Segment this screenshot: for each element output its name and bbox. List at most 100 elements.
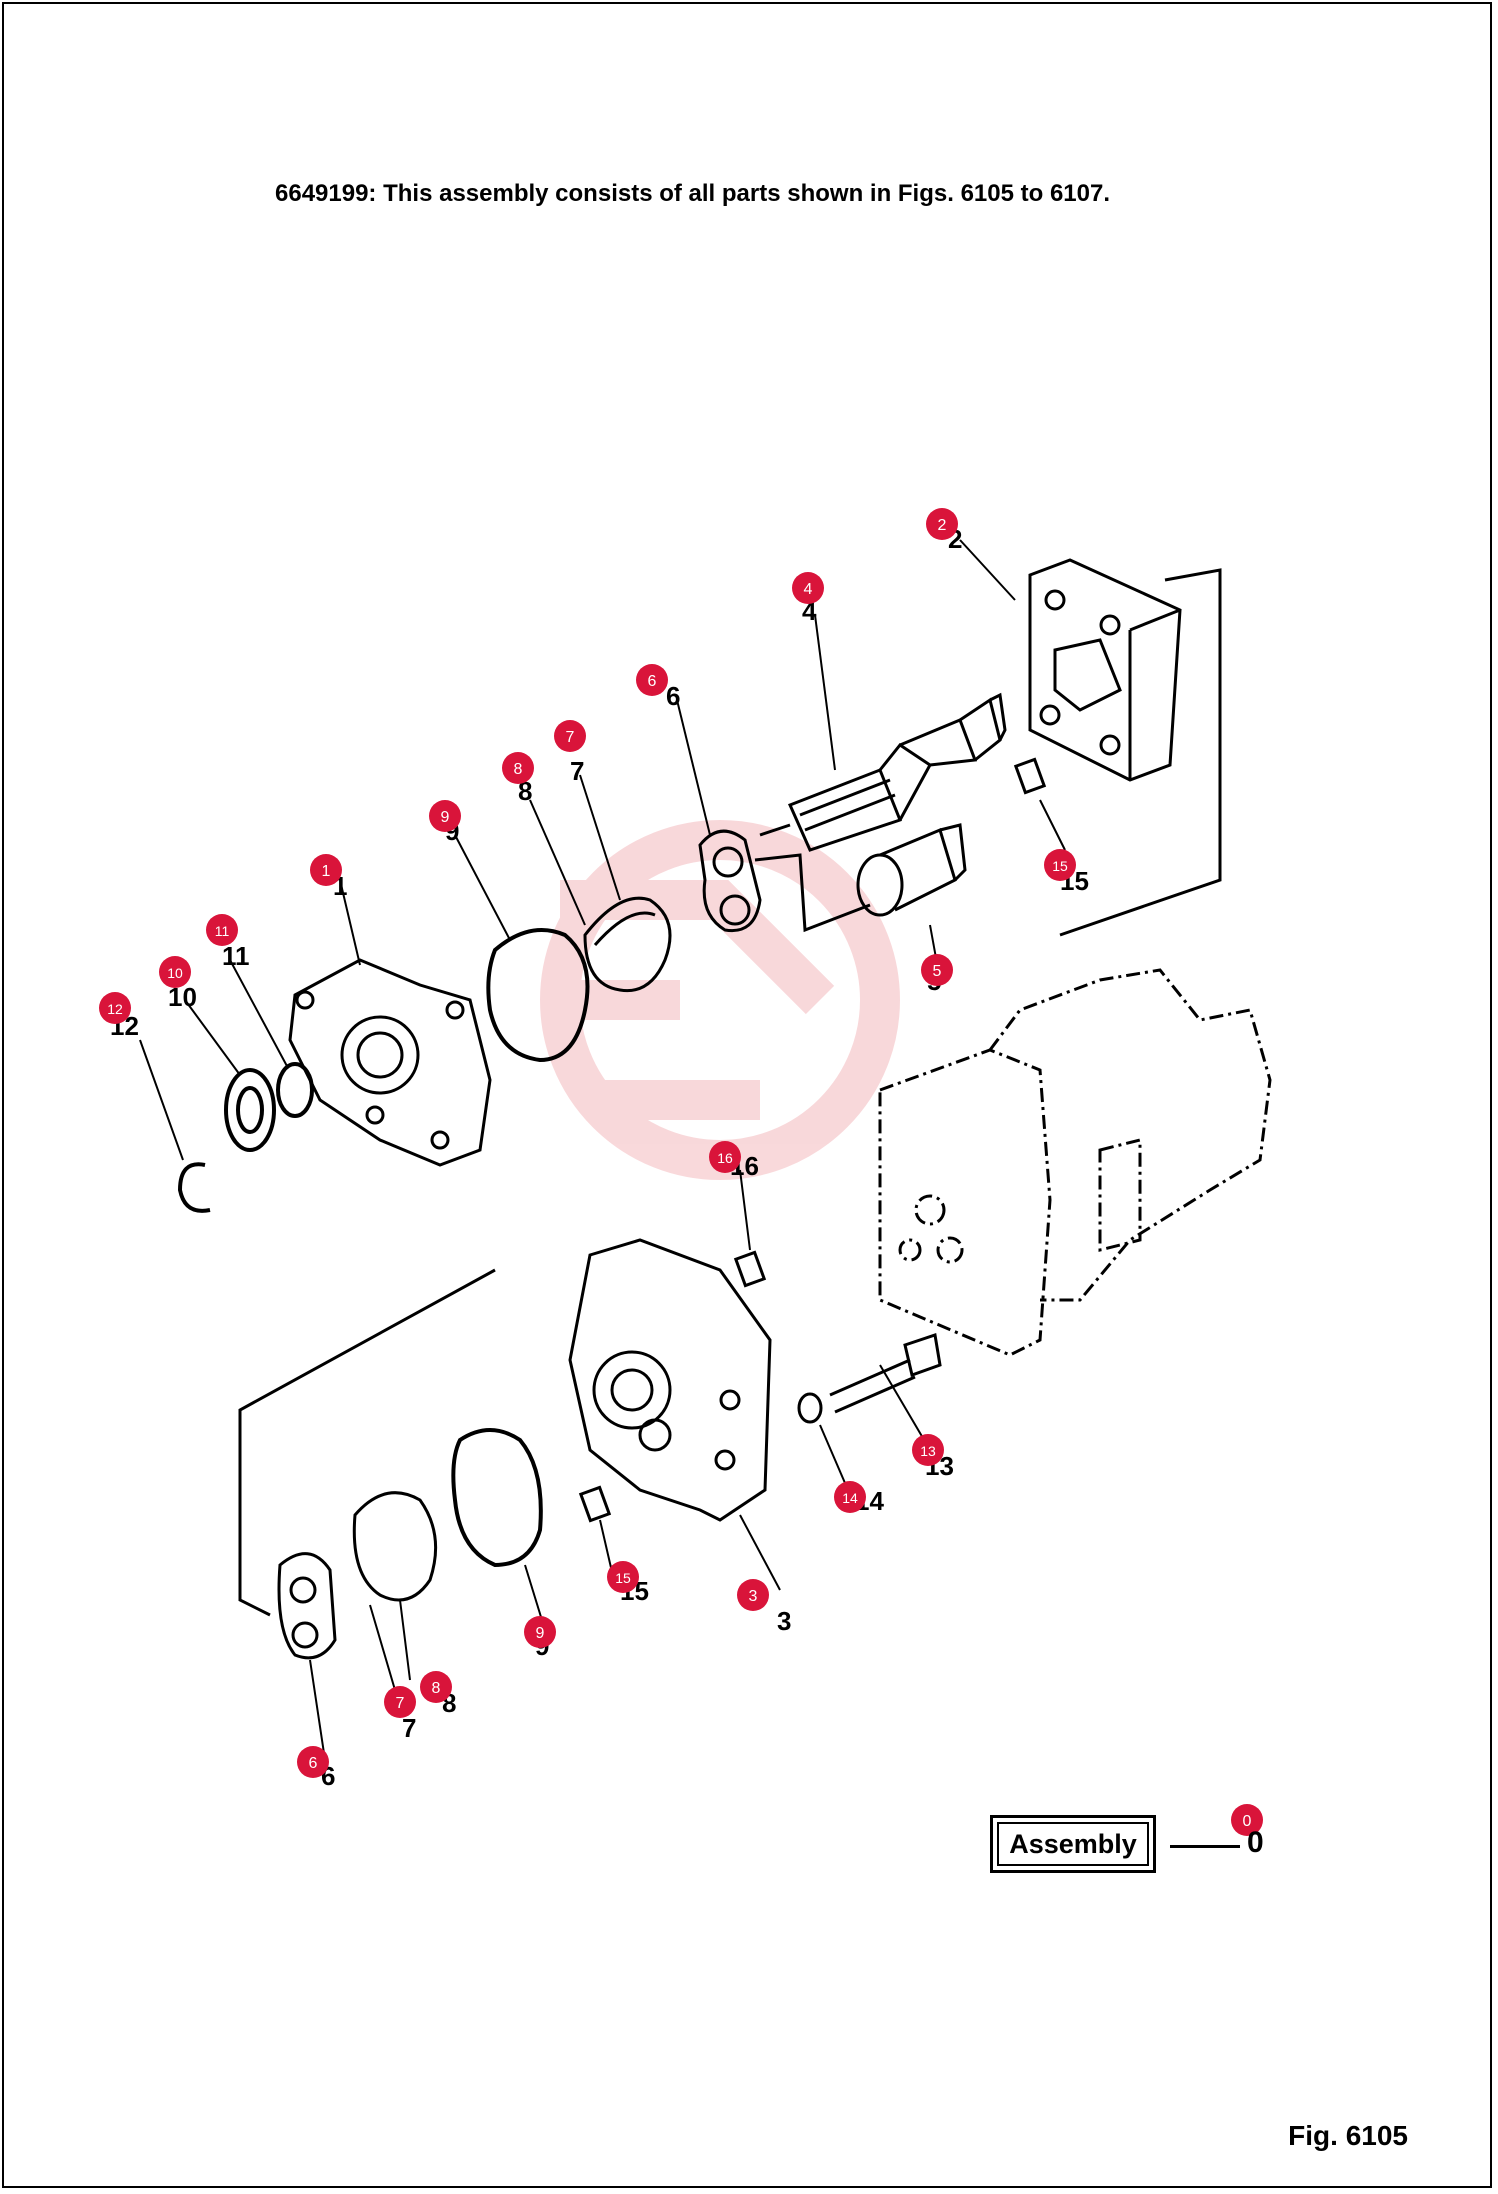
callout-c-2[interactable]: 2 — [926, 508, 958, 540]
printed-number-6: 6 — [666, 681, 680, 711]
part-12-snap-ring — [177, 1162, 211, 1213]
callout-c-7a[interactable]: 7 — [554, 720, 586, 752]
callout-circle — [206, 914, 238, 946]
figure-label: Fig. 6105 — [1288, 2120, 1408, 2151]
callout-c-1[interactable]: 1 — [310, 854, 342, 886]
callout-label: 9 — [441, 809, 450, 826]
callout-circle — [99, 992, 131, 1024]
part-9-oring-upper — [486, 928, 590, 1063]
callout-circle — [429, 800, 461, 832]
callout-c-3[interactable]: 3 — [737, 1579, 769, 1611]
callout-label: 2 — [938, 517, 947, 534]
part-14-washer — [797, 1392, 823, 1424]
callout-c-13[interactable]: 13 — [912, 1434, 944, 1466]
callout-c-15a[interactable]: 15 — [1044, 849, 1076, 881]
part-7-8-seals-upper — [583, 896, 672, 993]
grouping-lines — [238, 853, 871, 1617]
callout-c-8b[interactable]: 8 — [420, 1671, 452, 1703]
callout-circle — [737, 1579, 769, 1611]
callout-circle — [159, 956, 191, 988]
callout-c-9a[interactable]: 9 — [429, 800, 461, 832]
printed-number-11: 11 — [222, 941, 250, 971]
callout-label: 10 — [167, 965, 183, 981]
callout-c-15b[interactable]: 15 — [607, 1561, 639, 1593]
callout-label: 7 — [396, 1695, 405, 1712]
callout-label: 9 — [536, 1625, 545, 1642]
callout-label: 14 — [842, 1490, 858, 1506]
callout-label: 15 — [615, 1570, 631, 1586]
callout-circle — [709, 1141, 741, 1173]
part-1-front-cover — [288, 958, 492, 1167]
callout-circle — [310, 854, 342, 886]
assembly-label: Assembly — [1009, 1828, 1137, 1859]
dowel-pins — [578, 757, 1047, 1523]
callout-circle — [297, 1746, 329, 1778]
callout-circle — [921, 954, 953, 986]
printed-number-7b: 7 — [402, 1713, 416, 1743]
part-9-oring-lower — [451, 1428, 543, 1568]
callout-c-4[interactable]: 4 — [792, 572, 824, 604]
callout-c-10[interactable]: 10 — [159, 956, 191, 988]
part-2-flange — [1028, 558, 1222, 937]
callout-circle — [554, 720, 586, 752]
part-3-gear-housing — [568, 1238, 772, 1522]
assembly-note: 6649199: This assembly consists of all p… — [275, 180, 1111, 207]
part-4-shaft — [759, 692, 1007, 852]
assembled-pump-outline — [878, 968, 1272, 1357]
callout-c-6a[interactable]: 6 — [636, 664, 668, 696]
callout-label: 3 — [749, 1588, 758, 1605]
callout-circle — [1044, 849, 1076, 881]
callout-c-9b[interactable]: 9 — [524, 1616, 556, 1648]
callout-label: 6 — [648, 673, 657, 690]
printed-number-7: 7 — [570, 756, 584, 786]
callout-circle — [636, 664, 668, 696]
callout-circle — [384, 1686, 416, 1718]
part-11-seal — [276, 1062, 314, 1118]
callout-c-14[interactable]: 14 — [834, 1481, 866, 1513]
callout-c-6b[interactable]: 6 — [297, 1746, 329, 1778]
callout-c-5[interactable]: 5 — [921, 954, 953, 986]
callout-c-16[interactable]: 16 — [709, 1141, 741, 1173]
part-6-bushing-upper — [698, 829, 762, 933]
callout-label: 15 — [1052, 858, 1068, 874]
watermark-logo — [540, 820, 900, 1180]
callout-circle — [926, 508, 958, 540]
callout-circle — [607, 1561, 639, 1593]
assembly-leader — [1170, 1845, 1240, 1848]
callout-label: 11 — [215, 923, 230, 939]
callout-circle — [502, 752, 534, 784]
callout-c-11[interactable]: 11 — [206, 914, 238, 946]
callout-circle — [912, 1434, 944, 1466]
part-13-bolt — [829, 1333, 942, 1414]
callout-c-8a[interactable]: 8 — [502, 752, 534, 784]
part-10-bearing — [224, 1068, 276, 1152]
callout-label: 16 — [717, 1150, 733, 1166]
callout-circle — [524, 1616, 556, 1648]
callout-circle — [420, 1671, 452, 1703]
part-7-8-seals-lower — [352, 1491, 438, 1602]
callout-circle — [792, 572, 824, 604]
callout-c-12[interactable]: 12 — [99, 992, 131, 1024]
callout-label: 13 — [920, 1443, 936, 1459]
assembly-number: 0 — [1247, 1826, 1264, 1859]
callout-label: 8 — [514, 761, 523, 778]
leader-lines — [139, 539, 1066, 1761]
callout-circle — [834, 1481, 866, 1513]
callout-c-0[interactable]: 0 — [1231, 1804, 1263, 1836]
callout-label: 7 — [566, 729, 575, 746]
callout-label: 1 — [322, 863, 331, 880]
callout-c-7b[interactable]: 7 — [384, 1686, 416, 1718]
callout-label: 12 — [107, 1001, 123, 1017]
part-5-gear — [856, 823, 967, 917]
callout-label: 5 — [933, 963, 942, 980]
callout-label: 8 — [432, 1680, 441, 1697]
callout-label: 0 — [1243, 1813, 1252, 1830]
printed-number-3: 3 — [777, 1606, 791, 1636]
assembly-label-box: Assembly — [990, 1815, 1156, 1873]
callout-circle — [1231, 1804, 1263, 1836]
callout-label: 4 — [804, 581, 813, 598]
callout-label: 6 — [309, 1755, 318, 1772]
